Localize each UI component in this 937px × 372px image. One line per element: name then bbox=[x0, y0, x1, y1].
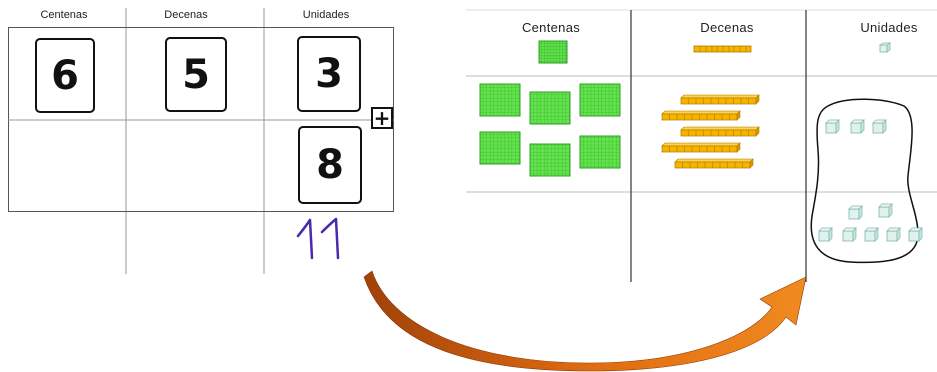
hundred-flat bbox=[479, 83, 521, 117]
left-header-unidades: Unidades bbox=[302, 9, 350, 21]
unit-cube bbox=[842, 227, 857, 242]
right-header-unidades: Unidades bbox=[860, 20, 918, 35]
grouping-loop bbox=[810, 98, 919, 264]
left-table-lines bbox=[8, 8, 394, 274]
unit-cube bbox=[864, 227, 879, 242]
digit-card-units: 3 bbox=[297, 36, 361, 112]
left-header-decenas: Decenas bbox=[164, 9, 208, 21]
ten-rods-group bbox=[661, 94, 760, 169]
plus-sign-icon: + bbox=[371, 107, 393, 129]
hundred-flat bbox=[529, 91, 571, 125]
left-header-centenas: Centenas bbox=[40, 9, 88, 21]
hundred-flat bbox=[529, 143, 571, 177]
curved-arrow-icon bbox=[363, 270, 807, 372]
right-header-centenas: Centenas bbox=[521, 20, 581, 35]
ten-rod bbox=[680, 126, 760, 137]
ten-rod bbox=[674, 158, 754, 169]
header-hundred-flat bbox=[538, 40, 568, 64]
unit-cube bbox=[872, 119, 887, 134]
unit-cube bbox=[850, 119, 865, 134]
right-header-decenas: Decenas bbox=[700, 20, 754, 35]
header-unit-cube bbox=[879, 42, 891, 53]
hundred-flat bbox=[479, 131, 521, 165]
hundred-flat bbox=[579, 135, 621, 169]
digit-card-tens: 5 bbox=[165, 37, 227, 112]
header-ten-rod bbox=[693, 45, 752, 53]
unit-cube bbox=[886, 227, 901, 242]
ten-rod bbox=[680, 94, 760, 105]
units-group bbox=[810, 98, 923, 264]
hundred-flat bbox=[579, 83, 621, 117]
unit-cube bbox=[818, 227, 833, 242]
right-table-lines bbox=[466, 9, 937, 282]
unit-cube bbox=[825, 119, 840, 134]
unit-cube bbox=[878, 203, 893, 218]
ten-rod bbox=[661, 110, 741, 121]
handwritten-result-11 bbox=[296, 217, 340, 260]
digit-card-hundreds: 6 bbox=[35, 38, 95, 113]
ten-rod bbox=[661, 142, 741, 153]
hundreds-flats-group bbox=[479, 83, 621, 177]
unit-cube bbox=[908, 227, 923, 242]
digit-card-addend-units: 8 bbox=[298, 126, 362, 204]
unit-cube bbox=[848, 205, 863, 220]
